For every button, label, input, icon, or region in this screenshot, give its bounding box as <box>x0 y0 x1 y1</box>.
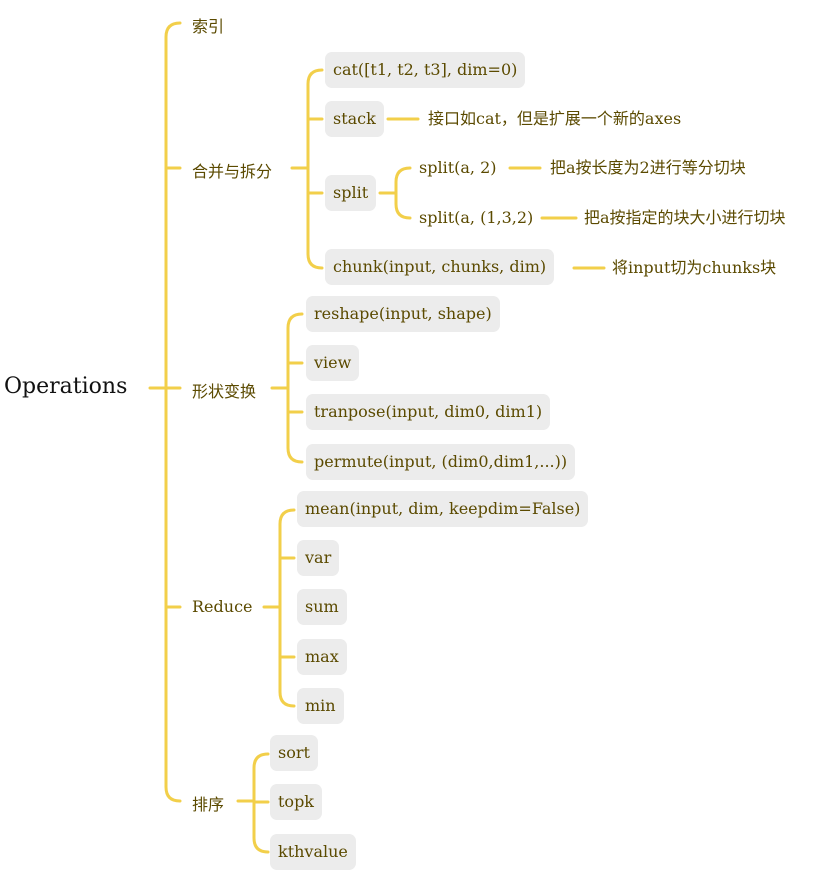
node-view: view <box>306 345 360 381</box>
root-node: Operations <box>4 374 128 399</box>
node-mean: mean(input, dim, keepdim=False) <box>297 491 589 527</box>
node-split-a: split(a, 2) <box>419 158 497 177</box>
node-topk: topk <box>270 784 322 820</box>
branch-merge-split: 合并与拆分 <box>192 162 273 181</box>
branch-sort: 排序 <box>192 795 225 814</box>
branch-reshape: 形状变换 <box>192 382 257 401</box>
reshape-bracket <box>286 312 304 464</box>
node-kthvalue: kthvalue <box>270 834 356 870</box>
note-split-a: 把a按长度为2进行等分切块 <box>550 158 746 177</box>
reduce-bracket <box>278 508 296 708</box>
node-min: min <box>297 688 344 724</box>
node-sort: sort <box>270 735 318 771</box>
note-split-b: 把a按指定的块大小进行切块 <box>584 208 786 227</box>
node-transpose: tranpose(input, dim0, dim1) <box>306 394 551 430</box>
node-split: split <box>325 175 377 211</box>
node-reshape: reshape(input, shape) <box>306 296 500 332</box>
node-var: var <box>297 540 340 576</box>
main-trunk <box>164 21 182 803</box>
node-permute: permute(input, (dim0,dim1,...)) <box>306 444 576 480</box>
node-chunk: chunk(input, chunks, dim) <box>325 249 555 285</box>
branch-reduce: Reduce <box>192 597 253 616</box>
node-split-b: split(a, (1,3,2) <box>419 208 534 227</box>
note-chunk: 将input切为chunks块 <box>612 258 777 277</box>
node-cat: cat([t1, t2, t3], dim=0) <box>325 52 526 88</box>
node-max: max <box>297 639 347 675</box>
branch-index: 索引 <box>192 17 225 36</box>
merge-split-bracket <box>306 68 324 270</box>
note-stack: 接口如cat，但是扩展一个新的axes <box>428 109 682 128</box>
node-sum: sum <box>297 589 347 625</box>
split-bracket <box>394 166 412 220</box>
node-stack: stack <box>325 101 384 137</box>
